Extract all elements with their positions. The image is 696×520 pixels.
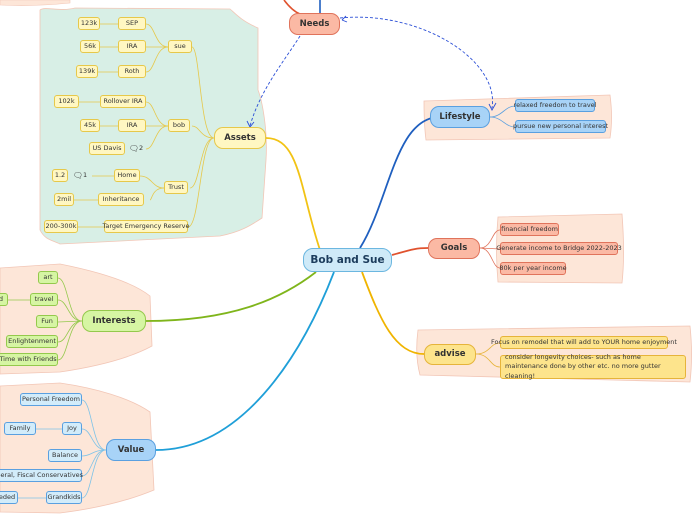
account-name[interactable]: Roth <box>118 65 146 78</box>
account-value[interactable]: 45k <box>80 119 100 132</box>
us-davis-node[interactable]: US Davis <box>89 142 125 155</box>
central-topic[interactable]: Bob and Sue <box>303 248 392 272</box>
value-item[interactable]: Liberal, Fiscal Conservatives <box>0 469 83 482</box>
comment-icon: 🗨 <box>128 143 139 153</box>
lifestyle-item[interactable]: relaxed freedom to travel <box>514 99 596 112</box>
bob-node[interactable]: bob <box>168 119 190 132</box>
advise-connector <box>361 271 425 355</box>
travel-child[interactable]: d <box>0 293 8 306</box>
advise-item[interactable]: Focus on remodel that will add to YOUR h… <box>491 336 677 349</box>
account-name[interactable]: IRA <box>118 119 146 132</box>
interest-item[interactable]: Fun <box>36 315 58 328</box>
interest-item[interactable]: art <box>38 271 58 284</box>
needs-assets-dashed <box>249 35 301 127</box>
account-value[interactable]: 102k <box>54 95 79 108</box>
grandkids-child[interactable]: eeded <box>0 491 18 504</box>
trust-item[interactable]: Home <box>114 169 140 182</box>
value-topic[interactable]: Value <box>106 439 156 461</box>
lifestyle-topic[interactable]: Lifestyle <box>430 106 490 128</box>
goals-topic[interactable]: Goals <box>428 238 480 259</box>
trust-item[interactable]: Inheritance <box>98 193 144 206</box>
assets-connector <box>265 137 321 251</box>
interests-topic[interactable]: Interests <box>82 310 146 332</box>
account-value[interactable]: 139k <box>76 65 98 78</box>
trust-node[interactable]: Trust <box>164 181 188 194</box>
goals-connector <box>391 247 429 256</box>
trust-value[interactable]: 1.2 <box>52 169 68 182</box>
account-name[interactable]: SEP <box>118 17 146 30</box>
assets-topic[interactable]: Assets <box>214 127 266 149</box>
joy-child[interactable]: Family <box>4 422 36 435</box>
account-name[interactable]: Rollover IRA <box>100 95 146 108</box>
value-connector <box>155 271 335 451</box>
advise-topic[interactable]: advise <box>424 344 476 365</box>
reserve-node[interactable]: Target Emergency Reserve <box>102 220 190 233</box>
comment-icon: 🗨 <box>72 170 83 180</box>
comment-count[interactable]: 🗨1 <box>72 170 88 180</box>
advise-item[interactable]: consider longevity choices- such as home… <box>500 353 686 380</box>
account-value[interactable]: 123k <box>78 17 100 30</box>
interest-item[interactable]: Enlightenment <box>6 335 58 348</box>
interest-item[interactable]: Time with Friends <box>0 353 58 366</box>
sue-node[interactable]: sue <box>168 40 192 53</box>
goals-item[interactable]: financial freedom <box>500 223 559 236</box>
value-item[interactable]: Personal Freedom <box>20 393 82 406</box>
reserve-value[interactable]: 200-300k <box>44 220 78 233</box>
value-item[interactable]: Grandkids <box>46 491 82 504</box>
needs-lifestyle-dashed <box>339 16 493 109</box>
interests-connector <box>145 271 317 322</box>
value-item[interactable]: Balance <box>48 449 82 462</box>
comment-count[interactable]: 🗨2 <box>128 143 144 153</box>
goals-item[interactable]: 80k per year income <box>499 262 567 275</box>
needs-topic[interactable]: Needs <box>289 13 340 35</box>
trust-value[interactable]: 2mil <box>54 193 74 206</box>
goals-item[interactable]: Generate income to Bridge 2022-2023 <box>496 242 622 255</box>
interest-item[interactable]: travel <box>30 293 58 306</box>
top-background <box>0 0 71 6</box>
lifestyle-item[interactable]: pursue new personal interest <box>513 120 608 133</box>
account-value[interactable]: 56k <box>80 40 100 53</box>
lifestyle-connector <box>359 116 441 249</box>
value-item[interactable]: Joy <box>62 422 82 435</box>
account-name[interactable]: IRA <box>118 40 146 53</box>
